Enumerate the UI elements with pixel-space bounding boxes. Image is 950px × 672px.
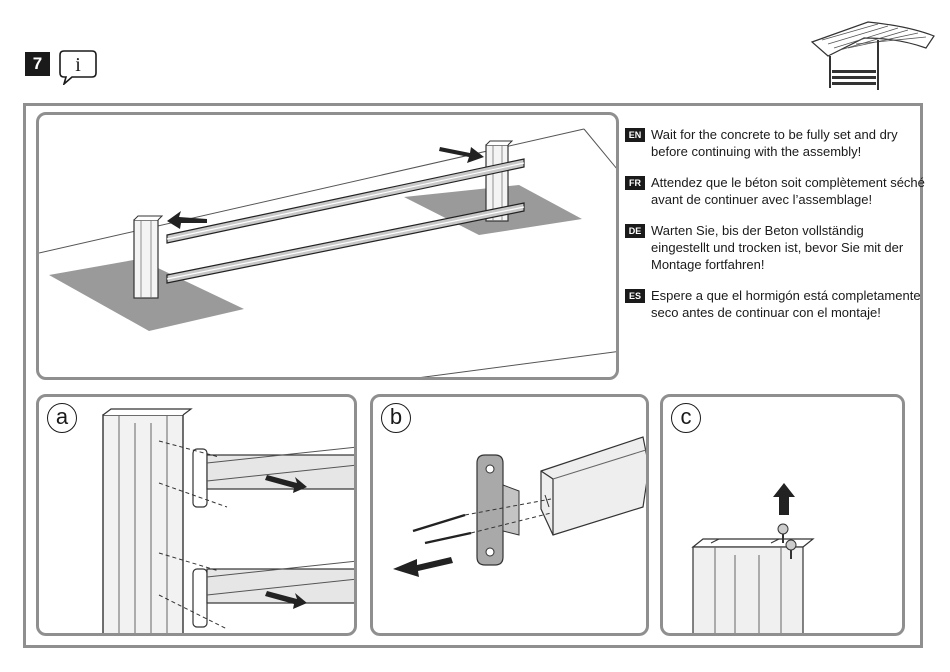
detail-a: a: [36, 394, 357, 636]
instruction-de: DE Warten Sie, bis der Beton vollständig…: [625, 222, 925, 273]
instructions: EN Wait for the concrete to be fully set…: [625, 126, 925, 335]
upper-rail: [166, 158, 525, 244]
instruction-text-es: Espere a que el hormigón está completame…: [651, 288, 921, 320]
step-frame: [23, 103, 923, 648]
lower-rail: [166, 202, 525, 284]
lang-badge-fr: FR: [625, 176, 645, 190]
detail-label-a: a: [47, 403, 77, 433]
arrow-right: [439, 147, 484, 163]
arrow-up: [773, 483, 795, 515]
detail-c: c: [660, 394, 905, 636]
left-post: [133, 215, 164, 299]
instruction-text-fr: Attendez que le béton soit complètement …: [651, 175, 925, 207]
detail-label-b: b: [381, 403, 411, 433]
instruction-en: EN Wait for the concrete to be fully set…: [625, 126, 925, 160]
post-top-profile: [691, 538, 815, 633]
main-illustration: [36, 112, 619, 380]
step-number: 7: [25, 52, 50, 76]
arrow-left: [167, 211, 207, 229]
detail-label-c: c: [671, 403, 701, 433]
instruction-fr: FR Attendez que le béton soit complèteme…: [625, 174, 925, 208]
lang-badge-es: ES: [625, 289, 645, 303]
info-icon: i: [59, 50, 97, 85]
lang-badge-de: DE: [625, 224, 645, 238]
instruction-es: ES Espere a que el hormigón está complet…: [625, 287, 925, 321]
detail-b: b: [370, 394, 649, 636]
instruction-text-en: Wait for the concrete to be fully set an…: [651, 127, 898, 159]
arrow-left: [393, 557, 453, 577]
upper-bracket: [158, 440, 354, 508]
bracket-plate: [476, 454, 520, 566]
instruction-text-de: Warten Sie, bis der Beton vollständig ei…: [651, 223, 904, 272]
rail-profile: [540, 436, 646, 536]
screws: [777, 523, 797, 559]
lower-bracket: [158, 552, 354, 630]
carport-structure-icon: [810, 21, 935, 90]
lang-badge-en: EN: [625, 128, 645, 142]
info-icon-letter: i: [75, 54, 81, 76]
bolts: [412, 498, 552, 545]
post-profile: [102, 408, 193, 633]
